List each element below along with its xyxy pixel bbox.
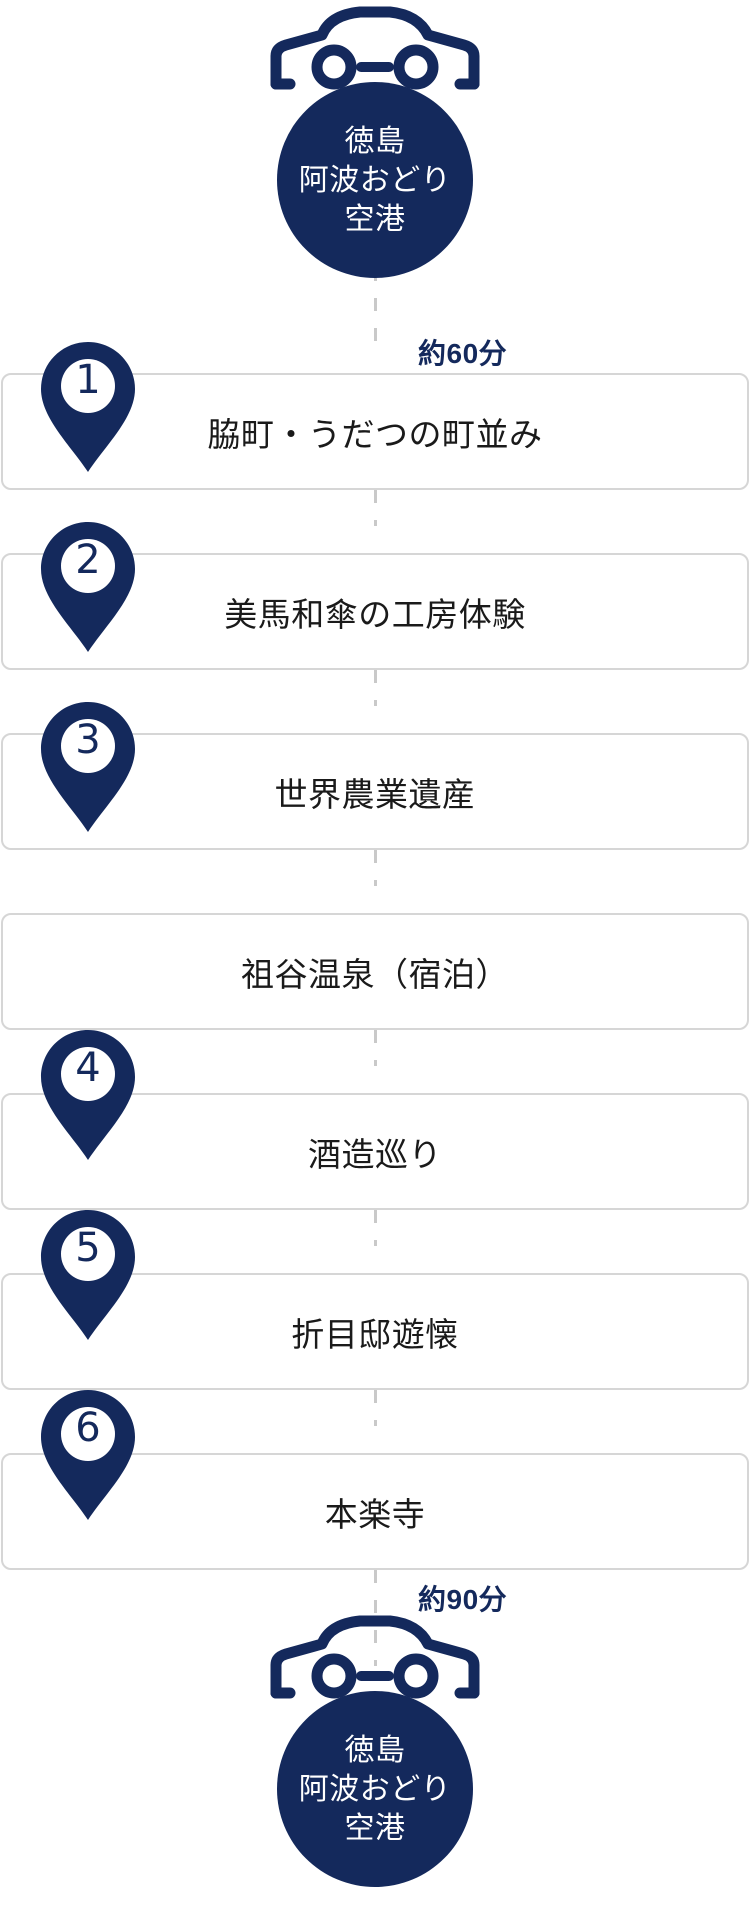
map-pin-1[interactable]: 1 bbox=[38, 340, 138, 474]
stop-card-1[interactable]: 脇町・うだつの町並み bbox=[1, 373, 749, 490]
end-airport-node: 徳島 阿波おどり 空港 bbox=[0, 1613, 750, 1887]
stop-card-4[interactable]: 祖谷温泉（宿泊） bbox=[1, 913, 749, 1030]
route-dashed-line-3 bbox=[374, 850, 377, 886]
map-pin-5[interactable]: 5 bbox=[38, 1208, 138, 1342]
map-pin-4[interactable]: 4 bbox=[38, 1028, 138, 1162]
stop-label-4: 祖谷温泉（宿泊） bbox=[241, 955, 509, 993]
map-pin-3[interactable]: 3 bbox=[38, 700, 138, 834]
stop-card-6[interactable]: 折目邸遊懐 bbox=[1, 1273, 749, 1390]
map-pin-6[interactable]: 6 bbox=[38, 1388, 138, 1522]
stop-label-3: 世界農業遺産 bbox=[274, 775, 476, 813]
map-pin-number-2: 2 bbox=[75, 537, 101, 583]
start-airport-node: 徳島 阿波おどり 空港 bbox=[0, 4, 750, 278]
map-pin-2[interactable]: 2 bbox=[38, 520, 138, 654]
end-airport-line2: 阿波おどり bbox=[298, 1772, 452, 1806]
end-airport-line3: 空港 bbox=[344, 1811, 406, 1845]
end-airport-line1: 徳島 bbox=[344, 1733, 406, 1767]
start-airport-line2: 阿波おどり bbox=[298, 163, 452, 197]
stop-label-1: 脇町・うだつの町並み bbox=[207, 415, 543, 453]
start-airport-line1: 徳島 bbox=[344, 124, 406, 158]
map-pin-number-3: 3 bbox=[75, 717, 101, 763]
car-icon bbox=[270, 6, 480, 90]
start-airport-circle: 徳島 阿波おどり 空港 bbox=[277, 82, 473, 278]
stop-card-3[interactable]: 世界農業遺産 bbox=[1, 733, 749, 850]
stop-label-7: 本楽寺 bbox=[324, 1495, 426, 1533]
end-airport-circle: 徳島 阿波おどり 空港 bbox=[277, 1691, 473, 1887]
stop-card-5[interactable]: 酒造巡り bbox=[1, 1093, 749, 1210]
stop-label-2: 美馬和傘の工房体験 bbox=[224, 595, 526, 633]
route-dashed-line-2 bbox=[374, 670, 377, 706]
start-airport-line3: 空港 bbox=[344, 202, 406, 236]
map-pin-number-1: 1 bbox=[75, 357, 101, 403]
route-dashed-line-4 bbox=[374, 1030, 377, 1066]
route-dashed-line-1 bbox=[374, 490, 377, 526]
duration-first-leg: 約60分 bbox=[418, 338, 508, 369]
route-dashed-line-5 bbox=[374, 1210, 377, 1246]
route-dashed-line-6 bbox=[374, 1390, 377, 1426]
stop-card-7[interactable]: 本楽寺 bbox=[1, 1453, 749, 1570]
stop-label-5: 酒造巡り bbox=[308, 1135, 442, 1173]
duration-last-leg: 約90分 bbox=[418, 1584, 508, 1615]
map-pin-number-4: 4 bbox=[75, 1045, 101, 1091]
car-icon bbox=[270, 1615, 480, 1699]
stop-label-6: 折目邸遊懐 bbox=[291, 1315, 459, 1353]
map-pin-number-6: 6 bbox=[75, 1405, 101, 1451]
route-dashed-line-top bbox=[374, 268, 377, 343]
map-pin-number-5: 5 bbox=[75, 1225, 101, 1271]
